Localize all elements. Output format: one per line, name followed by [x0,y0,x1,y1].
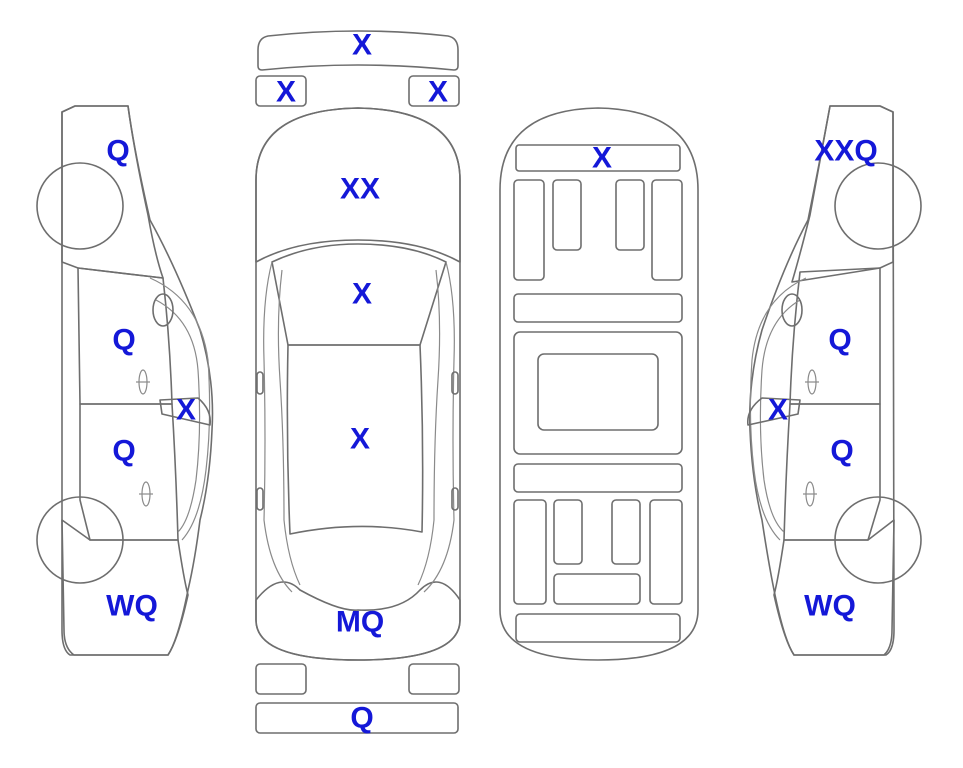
windshield [255,107,461,263]
right-side-view: XXQ Q X Q WQ [746,105,922,656]
left-window-inner [155,299,201,533]
left-mirror [159,397,212,426]
right-front-wheel [834,162,922,250]
left-front-fender [61,105,164,279]
floor-front [515,144,681,172]
underbody-view: X [499,107,699,661]
right-rear-quarter [773,519,895,656]
right-body-outline [748,105,895,656]
label-left-mirror: X [176,394,196,427]
label-right-front-door: Q [828,324,851,357]
label-headlight-right: X [428,76,448,109]
label-right-front-glass: XXQ [814,135,877,168]
hood [271,243,447,346]
rear-bumper [255,702,459,734]
label-front-bumper: X [352,29,372,62]
label-right-rear-door: Q [830,435,853,468]
label-hood: X [352,278,372,311]
label-left-front-door: Q [112,324,135,357]
left-body-outline [61,105,214,656]
right-rear-wheel [834,496,922,584]
left-rear-door [79,403,179,541]
front-bumper [257,30,459,71]
top-view: X X X XX X X MQ Q [255,29,461,735]
label-roof: X [350,423,370,456]
taillight-left [255,663,307,695]
left-rear-wheel [36,496,124,584]
label-right-mirror: X [768,394,788,427]
roof [286,344,424,535]
label-rear-bumper: Q [350,702,373,735]
left-side-view: Q Q X Q WQ [36,105,214,656]
right-rear-door [783,403,881,541]
headlight-left [255,75,307,107]
label-windshield: XX [340,173,380,206]
underbody-outline [499,107,699,661]
right-front-glass [791,105,894,283]
left-front-wheel [36,162,124,250]
label-right-rear-quarter: WQ [804,590,856,623]
label-rear-window: MQ [336,606,384,639]
left-rear-quarter [61,519,189,656]
right-mirror [746,397,801,426]
taillight-right [408,663,460,695]
label-left-front-fender: Q [106,135,129,168]
label-floor-front: X [592,142,612,175]
headlight-right [408,75,460,107]
rear-window [255,581,461,661]
left-window-frame [149,277,211,541]
label-headlight-left: X [276,76,296,109]
label-left-rear-door: Q [112,435,135,468]
label-left-rear-quarter: WQ [106,590,158,623]
